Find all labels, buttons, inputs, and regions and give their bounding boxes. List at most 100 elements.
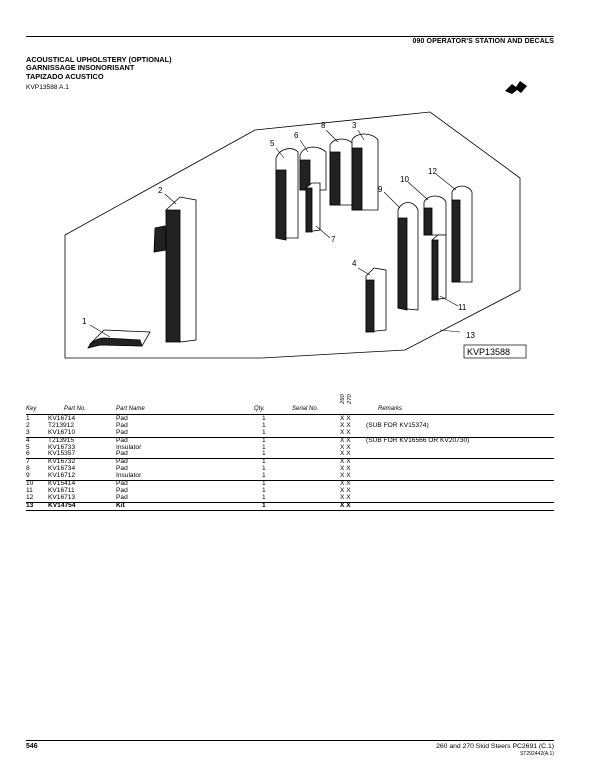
row-part-no: KV16710 <box>48 428 76 436</box>
callout-4: 4 <box>352 259 357 268</box>
row-qty: 1 <box>262 450 266 458</box>
callout-1: 1 <box>82 317 87 326</box>
header-rule <box>26 36 554 37</box>
group-rule <box>26 480 554 482</box>
row-models: X X <box>340 472 351 480</box>
group-rule <box>26 436 554 438</box>
header-qty: Qty. <box>254 406 265 412</box>
row-models: X X <box>340 415 351 422</box>
direction-arrow-icon <box>505 81 527 94</box>
part-6-pad <box>299 146 327 191</box>
header-model-270: 270 <box>347 394 353 404</box>
row-qty: 1 <box>262 472 266 480</box>
callout-6: 6 <box>294 131 299 140</box>
part-7-pad <box>305 182 321 233</box>
part-8-pad <box>329 138 355 206</box>
row-qty: 1 <box>262 415 266 422</box>
row-qty: 1 <box>262 458 266 466</box>
row-key: 4 <box>26 436 30 444</box>
row-key: 5 <box>26 443 30 451</box>
callout-9: 9 <box>378 185 383 194</box>
row-part-no: KV14754 <box>48 501 76 509</box>
row-models: X X <box>340 493 351 501</box>
row-key: 6 <box>26 450 30 458</box>
figure-label-box <box>463 344 527 359</box>
row-key: 11 <box>26 486 33 494</box>
header-remarks: Remarks <box>378 406 403 412</box>
callout-3: 3 <box>352 121 357 130</box>
part-10-pad <box>423 195 447 236</box>
title-spanish: TAPIZADO ACUSTICO <box>26 71 104 81</box>
row-models: X X <box>340 428 351 436</box>
row-qty: 1 <box>262 501 266 509</box>
leader-lines <box>89 129 461 338</box>
figure-label: KVP13588 <box>467 347 510 357</box>
row-part-name: Pad <box>116 458 128 466</box>
row-part-name: Pad <box>116 486 128 494</box>
row-part-name: Pad <box>116 436 128 444</box>
callout-11: 11 <box>458 303 467 312</box>
row-models: X X <box>340 458 351 466</box>
part-9-insulator <box>397 202 419 311</box>
callout-7: 7 <box>331 235 336 244</box>
row-part-name: Insulator <box>116 443 142 451</box>
table-end-rule <box>26 509 554 511</box>
callout-13: 13 <box>466 331 475 340</box>
row-part-name: Pad <box>116 493 128 501</box>
row-part-name: Insulator <box>116 472 142 480</box>
header-model-260: 260 <box>340 394 346 404</box>
row-models: X X <box>340 443 351 451</box>
row-remarks: (SUB FOR KV15374) <box>366 421 429 429</box>
row-models: X X <box>340 465 351 473</box>
kit-outline <box>64 111 521 359</box>
header-part-no: Part No. <box>64 406 87 412</box>
row-part-no: KV16711 <box>48 486 75 494</box>
callout-5: 5 <box>270 139 275 148</box>
row-key: 2 <box>26 421 30 429</box>
section-title: 090 OPERATOR'S STATION AND DECALS <box>412 38 554 45</box>
part-2-panel <box>153 196 197 343</box>
row-part-no: KV15414 <box>48 480 76 488</box>
row-key: 3 <box>26 428 30 436</box>
title-french: GARNISSAGE INSONORISANT <box>26 63 135 73</box>
callout-10: 10 <box>400 175 409 184</box>
row-part-name: Pad <box>116 421 128 429</box>
callout-2: 2 <box>158 186 163 195</box>
part-5-pad <box>275 148 299 241</box>
row-models: X X <box>340 421 351 429</box>
row-part-name: Pad <box>116 465 128 473</box>
row-qty: 1 <box>262 436 266 444</box>
row-part-no: T213915 <box>48 436 75 444</box>
row-models: X X <box>340 480 351 488</box>
row-part-no: KV16734 <box>48 465 76 473</box>
parts-illustration: 1 2 3 4 5 6 7 8 9 10 11 12 13 KVP13588 <box>64 111 527 359</box>
row-key: 12 <box>26 493 34 501</box>
footer-rule <box>26 740 554 741</box>
callout-12: 12 <box>428 167 437 176</box>
part-12-pad <box>451 185 473 283</box>
row-qty: 1 <box>262 465 266 473</box>
part-1-pad <box>87 329 151 349</box>
row-part-name: Pad <box>116 428 128 436</box>
header-serial-no: Serial No. <box>292 406 319 412</box>
row-key: 1 <box>26 415 30 422</box>
row-part-no: KV16714 <box>48 415 76 422</box>
row-key: 13 <box>26 501 34 509</box>
row-qty: 1 <box>262 421 266 429</box>
row-key: 7 <box>26 458 30 466</box>
titles-block: ACOUSTICAL UPHOLSTERY (OPTIONAL) GARNISS… <box>26 55 172 81</box>
row-part-name: Pad <box>116 450 128 458</box>
row-part-no: KV15357 <box>48 450 76 458</box>
callout-8: 8 <box>321 121 326 130</box>
